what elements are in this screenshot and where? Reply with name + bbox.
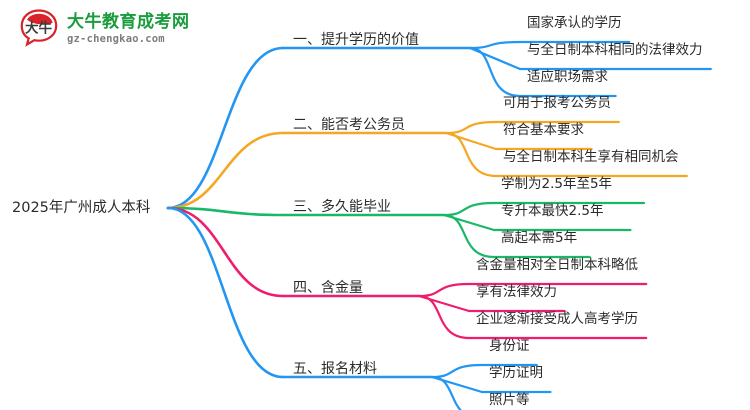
leaf-node-3-2[interactable]: 专升本最快2.5年 <box>501 203 604 219</box>
daniu-bull-logo-icon: 大牛 <box>18 8 60 50</box>
leaf-node-5-2[interactable]: 学历证明 <box>489 365 543 381</box>
leaf-node-4-3[interactable]: 企业逐渐接受成人高考学历 <box>476 311 638 327</box>
leaf-node-5-1[interactable]: 身份证 <box>489 338 530 354</box>
leaf-node-1-3[interactable]: 适应职场需求 <box>527 69 608 85</box>
leaf-node-2-1[interactable]: 可用于报考公务员 <box>503 95 611 111</box>
leaf-node-2-2[interactable]: 符合基本要求 <box>503 122 584 138</box>
mindmap-root-node[interactable]: 2025年广州成人本科 <box>12 200 151 216</box>
branch-node-2[interactable]: 二、能否考公务员 <box>293 117 405 133</box>
leaf-node-4-1[interactable]: 含金量相对全日制本科略低 <box>476 257 638 273</box>
leaf-node-2-3[interactable]: 与全日制本科生享有相同机会 <box>503 149 679 165</box>
leaf-node-3-1[interactable]: 学制为2.5年至5年 <box>501 176 613 192</box>
leaf-node-5-3[interactable]: 照片等 <box>489 392 530 408</box>
leaf-node-1-1[interactable]: 国家承认的学历 <box>527 15 622 31</box>
site-logo: 大牛 大牛教育成考网 gz-chengkao.com <box>18 8 190 50</box>
leaf-node-4-2[interactable]: 享有法律效力 <box>476 284 557 300</box>
branch-node-4[interactable]: 四、含金量 <box>293 280 363 296</box>
logo-text-block: 大牛教育成考网 gz-chengkao.com <box>67 11 190 45</box>
logo-title: 大牛教育成考网 <box>67 11 190 32</box>
branch-node-3[interactable]: 三、多久能毕业 <box>293 199 391 215</box>
branch-node-5[interactable]: 五、报名材料 <box>293 361 377 377</box>
logo-domain: gz-chengkao.com <box>67 32 165 45</box>
branch-node-1[interactable]: 一、提升学历的价值 <box>293 32 419 48</box>
leaf-node-3-3[interactable]: 高起本需5年 <box>501 230 578 246</box>
svg-text:大牛: 大牛 <box>25 20 52 37</box>
leaf-node-1-2[interactable]: 与全日制本科相同的法律效力 <box>527 42 703 58</box>
